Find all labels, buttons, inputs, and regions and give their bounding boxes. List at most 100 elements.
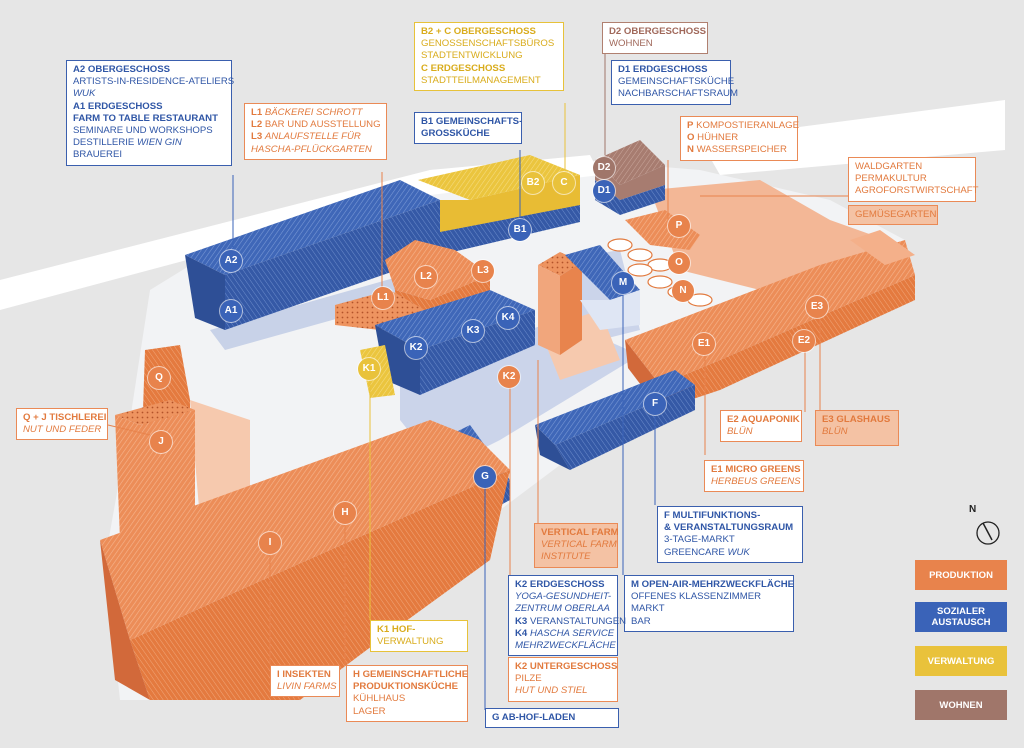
label-k4-key: K4 (515, 627, 528, 639)
label-h: H GEMEINSCHAFTLICHE PRODUKTIONSKÜCHE KÜH… (346, 665, 468, 722)
label-gemuesegarten: GEMÜSEGARTEN (848, 205, 938, 226)
label-f-title: F MULTIFUNKTIONS- (664, 510, 761, 521)
label-f-line2b: WUK (727, 546, 750, 558)
badge-l3: L3 (472, 260, 494, 282)
badge-b2: B2 (522, 172, 544, 194)
building-f-end (535, 425, 570, 470)
label-d2-line1: WOHNEN (609, 38, 653, 50)
label-bc-line2: STADTENTWICKLUNG (421, 50, 523, 62)
badge-g: G (474, 466, 496, 488)
label-l3: L3 ANLAUFSTELLE FÜR (251, 131, 380, 143)
label-k2-line1: YOGA-GESUNDHEIT- (515, 591, 612, 603)
water-tanks (607, 238, 713, 307)
label-e1-title: E1 MICRO GREENS (711, 464, 801, 475)
label-k2u-title: K2 UNTERGESCHOSS (515, 661, 618, 672)
badge-q: Q (148, 367, 170, 389)
label-qj-line1: NUT UND FEDER (23, 424, 102, 436)
label-a2-title: A2 OBERGESCHOSS (73, 64, 171, 75)
label-e2-title: E2 AQUAPONIK (727, 414, 800, 425)
label-l1: L1 BÄCKEREI SCHROTT (251, 107, 380, 119)
label-bc-line1: GENOSSENSCHAFTSBÜROS (421, 38, 555, 50)
label-k1: K1 HOF- VERWALTUNG (370, 620, 468, 653)
label-b1: B1 GEMEINSCHAFTS- GROSSKÜCHE (414, 112, 523, 145)
label-f-line1: 3-TAGE-MARKT (664, 534, 735, 546)
label-d1-title: D1 ERDGESCHOSS (618, 64, 708, 75)
label-f-title2: & VERANSTALTUNGSRAUM (664, 522, 794, 534)
label-a2-line2: WUK (73, 88, 96, 100)
badge-h: H (334, 502, 356, 524)
label-wald-line2: PERMAKULTUR (855, 173, 927, 185)
badge-d2: D2 (593, 157, 615, 179)
badge-i: I (259, 532, 281, 554)
badge-k2-under: K2 (498, 366, 520, 388)
building-p (625, 210, 700, 250)
label-m: M OPEN-AIR-MEHRZWECKFLÄCHE OFFENES KLASS… (624, 575, 794, 632)
label-waldgarten: WALDGARTEN PERMAKULTUR AGROFORSTWIRTSCHA… (848, 157, 979, 202)
label-d2-title: D2 OBERGESCHOSS (609, 26, 707, 37)
label-m-line3: BAR (631, 615, 651, 627)
label-i-title: I INSEKTEN (277, 669, 331, 680)
label-p: P KOMPOSTIERANLAGE (687, 120, 799, 132)
label-k2u-line2: HUT UND STIEL (515, 685, 588, 697)
building-bc-roof (418, 155, 580, 200)
building-j-top (115, 400, 195, 425)
label-m-line1: OFFENES KLASSENZIMMER (631, 591, 762, 603)
label-h-line1: KÜHLHAUS (353, 693, 406, 705)
building-j (115, 410, 195, 540)
label-a1-line3: DESTILLERIE WIEN GIN (73, 137, 225, 149)
connector-lines (107, 50, 848, 710)
label-h-title2: PRODUKTIONSKÜCHE (353, 681, 459, 693)
label-e2: E2 AQUAPONIK BLÜN (720, 410, 802, 443)
label-wald-line3: AGROFORSTWIRTSCHAFT (855, 185, 979, 197)
label-e3-title: E3 GLASHAUS (822, 414, 891, 425)
label-bc-title: B2 + C OBERGESCHOSS (421, 26, 536, 37)
building-a-end (185, 255, 225, 330)
label-m-title: M OPEN-AIR-MEHRZWECKFLÄCHE (631, 579, 795, 590)
label-h-title: H GEMEINSCHAFTLICHE (353, 669, 469, 680)
badge-b1: B1 (509, 219, 531, 241)
building-d-lower (595, 180, 665, 215)
label-h-line2: LAGER (353, 705, 386, 717)
badge-p: P (668, 215, 690, 237)
label-b1-title: B1 GEMEINSCHAFTS- (421, 116, 523, 127)
compass-north-label: N (969, 504, 977, 515)
legend-wohnen: WOHNEN (915, 690, 1007, 720)
badge-l2: L2 (415, 266, 437, 288)
label-l2-text: BAR UND AUSSTELLUNG (264, 119, 381, 131)
label-a1-title: A1 ERDGESCHOSS (73, 100, 163, 112)
label-o: O HÜHNER (687, 132, 791, 144)
label-e2-line1: BLÜN (727, 426, 753, 438)
badge-e2: E2 (793, 330, 815, 352)
label-a1-line1: FARM TO TABLE RESTAURANT (73, 112, 218, 124)
label-p-text: KOMPOSTIERANLAGE (696, 120, 799, 131)
vertical-farm-front (538, 265, 560, 355)
badge-k1: K1 (358, 358, 380, 380)
label-a2-line1: ARTISTS-IN-RESIDENCE-ATELIERS (73, 76, 235, 88)
label-n: N WASSERSPEICHER (687, 144, 791, 156)
badge-m: M (612, 272, 634, 294)
label-pon: P KOMPOSTIERANLAGE O HÜHNER N WASSERSPEI… (680, 116, 799, 161)
label-l3-key: L3 (251, 131, 263, 143)
label-a1-line3b: WIEN GIN (137, 137, 182, 149)
label-d1: D1 ERDGESCHOSS GEMEINSCHAFTSKÜCHE NACHBA… (611, 60, 738, 105)
label-l3-text: ANLAUFSTELLE FÜR (264, 131, 361, 143)
building-l-roof (385, 240, 490, 300)
badge-e1: E1 (693, 333, 715, 355)
label-qj-title: Q + J TISCHLEREI (23, 412, 107, 423)
label-k4: K4 HASCHA SERVICE (515, 627, 614, 640)
label-k: K2 ERDGESCHOSS YOGA-GESUNDHEIT- ZENTRUM … (508, 575, 626, 657)
badge-k4: K4 (497, 307, 519, 329)
label-m-line2: MARKT (631, 603, 665, 615)
label-a1-line2: SEMINARE UND WORKSHOPS (73, 125, 213, 137)
label-bc-title2: C ERDGESCHOSS (421, 62, 506, 74)
label-a: A2 OBERGESCHOSS ARTISTS-IN-RESIDENCE-ATE… (66, 60, 235, 166)
badge-e3: E3 (806, 296, 828, 318)
legend-sozialer-austausch: SOZIALER AUSTAUSCH (915, 602, 1007, 632)
label-l1-key: L1 (251, 107, 263, 118)
label-k4-text2: MEHRZWECKFLÄCHE (515, 640, 616, 652)
building-k-roof (375, 290, 535, 350)
building-e3-top (850, 230, 915, 265)
label-a1-line3a: DESTILLERIE (73, 137, 135, 149)
